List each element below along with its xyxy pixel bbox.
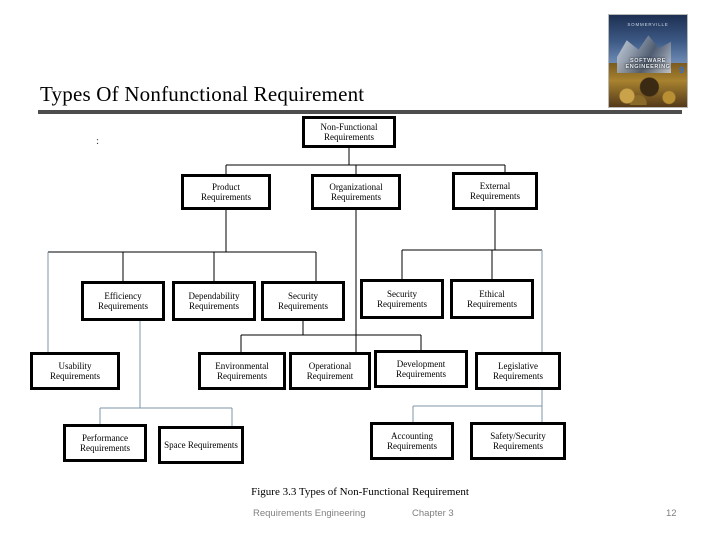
node-box-security_e: Security Requirements bbox=[360, 279, 444, 319]
footer-page-number: 12 bbox=[666, 508, 677, 519]
footer-chapter-label: Chapter 3 bbox=[412, 508, 454, 519]
node-label-usability: Usability Requirements bbox=[50, 360, 100, 381]
connectors-black bbox=[48, 148, 542, 352]
node-label-security_e: Security Requirements bbox=[377, 288, 427, 309]
node-box-space: Space Requirements bbox=[158, 426, 244, 464]
node-label-space: Space Requirements bbox=[164, 439, 238, 450]
node-box-environmental: Environmental Requirements bbox=[198, 352, 286, 390]
title-divider bbox=[38, 110, 682, 114]
node-box-ethical: Ethical Requirements bbox=[450, 279, 534, 319]
node-label-organizational: Organizational Requirements bbox=[329, 181, 383, 202]
slide-footer: Requirements Engineering Chapter 3 12 bbox=[0, 508, 720, 524]
figure-caption: Figure 3.3 Types of Non-Functional Requi… bbox=[251, 486, 469, 498]
node-box-organizational: Organizational Requirements bbox=[311, 174, 401, 210]
node-label-safety: Safety/Security Requirements bbox=[490, 430, 546, 451]
node-label-accounting: Accounting Requirements bbox=[387, 430, 437, 451]
book-cover-edition: 9 bbox=[678, 64, 684, 75]
book-cover-image: SOMMERVILLE SOFTWARE ENGINEERING 9 bbox=[608, 14, 688, 108]
node-box-usability: Usability Requirements bbox=[30, 352, 120, 390]
node-label-ethical: Ethical Requirements bbox=[467, 288, 517, 309]
node-box-product: Product Requirements bbox=[181, 174, 271, 210]
node-box-development: Development Requirements bbox=[374, 350, 468, 388]
bullet-colon-mark: : bbox=[96, 135, 100, 147]
node-box-legislative: Legislative Requirements bbox=[475, 352, 561, 390]
node-box-performance: Performance Requirements bbox=[63, 424, 147, 462]
node-label-legislative: Legislative Requirements bbox=[493, 360, 543, 381]
node-box-operational: Operational Requirement bbox=[289, 352, 371, 390]
node-box-security_p: Security Requirements bbox=[261, 281, 345, 321]
node-label-product: Product Requirements bbox=[201, 181, 251, 202]
node-label-performance: Performance Requirements bbox=[80, 432, 130, 453]
node-label-development: Development Requirements bbox=[396, 358, 446, 379]
node-box-external: External Requirements bbox=[452, 172, 538, 210]
node-label-efficiency: Efficiency Requirements bbox=[98, 290, 148, 311]
node-box-nfr: Non-Functional Requirements bbox=[302, 116, 396, 148]
page-title: Types Of Nonfunctional Requirement bbox=[40, 82, 365, 106]
connectors-blue bbox=[47, 250, 543, 426]
node-label-operational: Operational Requirement bbox=[306, 360, 354, 381]
node-box-safety: Safety/Security Requirements bbox=[470, 422, 566, 460]
book-cover-author: SOMMERVILLE bbox=[627, 22, 669, 27]
node-label-external: External Requirements bbox=[470, 180, 520, 201]
node-box-accounting: Accounting Requirements bbox=[370, 422, 454, 460]
node-label-dependability: Dependability Requirements bbox=[188, 290, 240, 311]
node-label-nfr: Non-Functional Requirements bbox=[320, 121, 378, 142]
node-label-security_p: Security Requirements bbox=[278, 290, 328, 311]
footer-course-label: Requirements Engineering bbox=[253, 508, 366, 519]
node-label-environmental: Environmental Requirements bbox=[215, 360, 269, 381]
node-box-dependability: Dependability Requirements bbox=[172, 281, 256, 321]
book-cover-rubble bbox=[613, 75, 683, 105]
node-box-efficiency: Efficiency Requirements bbox=[81, 281, 165, 321]
book-cover-title: SOFTWARE ENGINEERING bbox=[625, 58, 671, 71]
